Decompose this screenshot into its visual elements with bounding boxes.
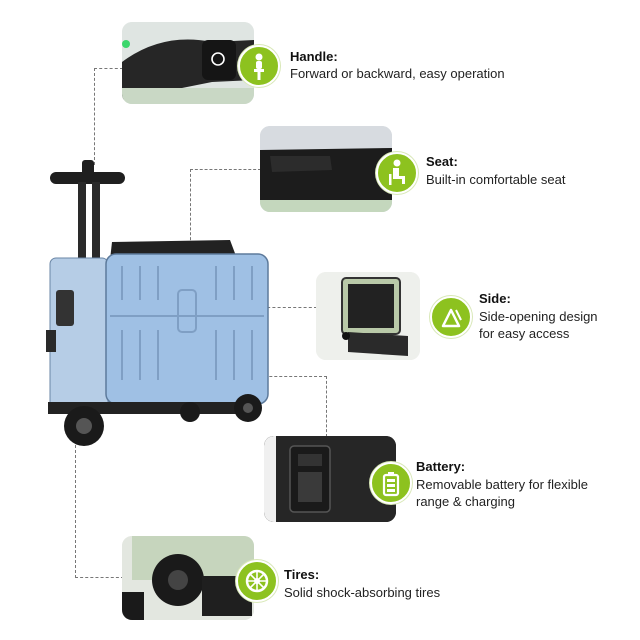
seat-closeup-image [260,126,392,212]
battery-closeup-image [264,436,396,522]
side-title: Side: [479,291,511,306]
tires-closeup-image [122,536,254,620]
connector-seat [190,169,261,245]
handle-photo [122,22,254,104]
handle-title: Handle: [290,49,338,64]
battery-title: Battery: [416,459,466,474]
battery-desc-line2: range & charging [416,494,516,509]
suitcase-scooter-image [46,160,269,446]
connector-handle [94,68,123,165]
battery-badge [370,462,412,504]
handle-desc: Forward or backward, easy operation [290,66,505,81]
tires-desc: Solid shock-absorbing tires [284,585,441,600]
side-desc-line1: Side-opening design [479,309,598,324]
side-photo [316,272,420,360]
side-desc-line2: for easy access [479,326,570,341]
tire-icon [245,569,269,593]
seat-title: Seat: [426,154,458,169]
battery-icon [382,472,400,497]
handle-closeup-image [122,22,254,104]
connector-tires [75,440,124,578]
tires-title: Tires: [284,567,320,582]
side-open-image [316,272,420,360]
seat-icon [389,159,405,185]
handle-badge [238,45,280,87]
tires-photo [122,536,254,620]
tires-badge [236,560,278,602]
side-badge [430,296,472,338]
battery-desc-line1: Removable battery for flexible [416,477,588,492]
seat-badge [376,152,418,194]
handle-icon [254,53,264,80]
seat-photo [260,126,392,212]
seat-desc: Built-in comfortable seat [426,172,566,187]
side-open-icon [441,308,462,328]
